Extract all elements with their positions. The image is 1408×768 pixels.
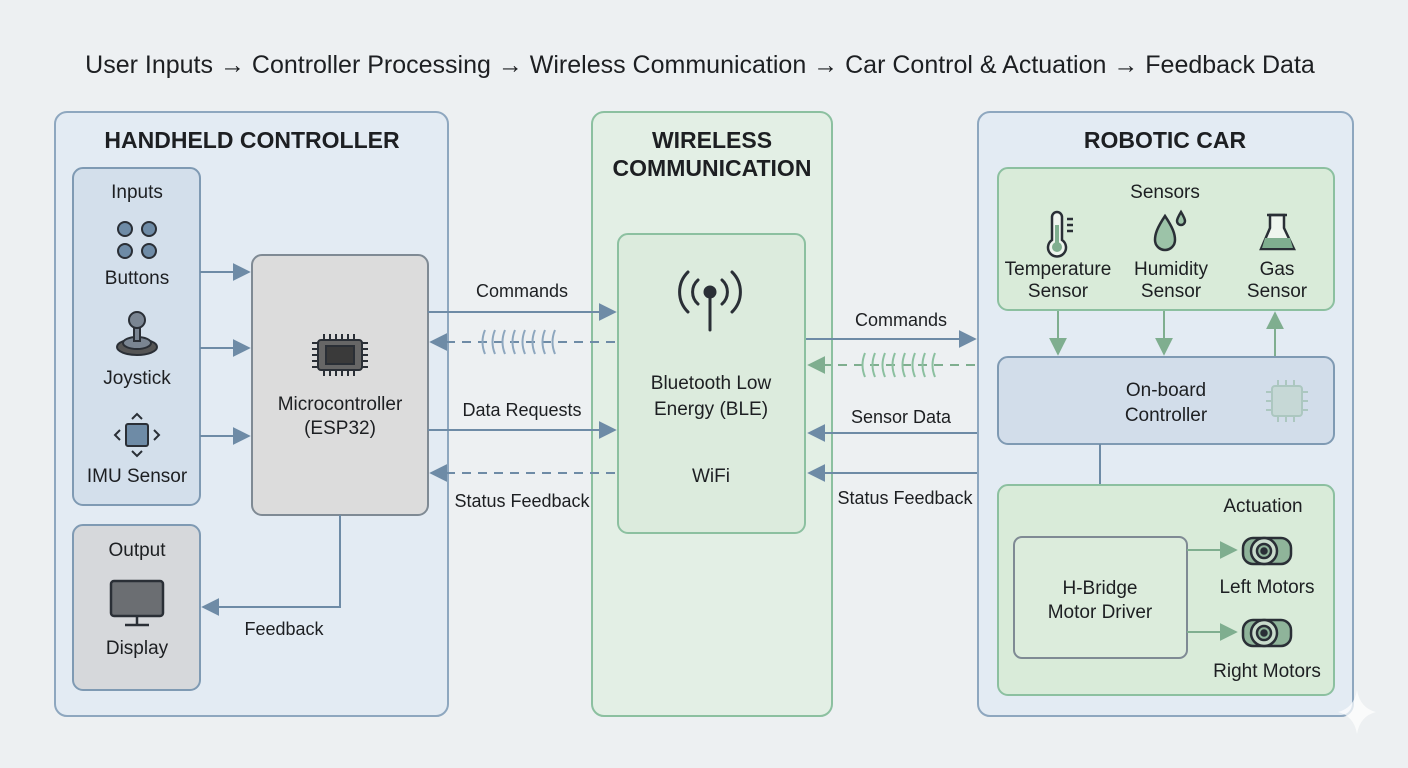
sensor-temp-line2: Sensor: [1028, 281, 1089, 302]
label-commands-right: Commands: [855, 310, 947, 330]
wifi-label: WiFi: [692, 466, 730, 487]
sensor-gas-line1: Gas: [1260, 259, 1295, 280]
label-data-requests: Data Requests: [462, 400, 581, 420]
controller-line1: On-board: [1126, 380, 1206, 401]
flask-icon: [1259, 213, 1296, 251]
left-motors-label: Left Motors: [1219, 577, 1314, 598]
sensor-arrows: [1049, 311, 1284, 357]
ble-line2: Energy (BLE): [654, 399, 768, 420]
antenna-icon: [678, 270, 742, 332]
car-title: ROBOTIC CAR: [1084, 127, 1247, 153]
robotic-car-panel: ROBOTIC CAR Sensors Temperature Sensor H…: [977, 111, 1354, 717]
feedback-label: Feedback: [244, 619, 324, 639]
input-label-imu: IMU Sensor: [87, 466, 188, 487]
left-links: [428, 303, 617, 482]
wireless-module-box: [617, 233, 806, 534]
mcu-line2: (ESP32): [304, 418, 376, 439]
right-motor-icon: [1241, 618, 1293, 648]
output-title: Output: [108, 540, 166, 561]
onboard-controller-box: [997, 356, 1335, 445]
input-label-joystick: Joystick: [103, 368, 171, 389]
input-label-buttons: Buttons: [105, 268, 169, 289]
signal-waves-right-icon: [861, 352, 936, 378]
arrow-feedback-to-display: [201, 515, 341, 616]
handheld-controller-panel: HANDHELD CONTROLLER Inputs Buttons Joyst…: [54, 111, 449, 717]
label-status-feedback-right: Status Feedback: [837, 488, 973, 508]
chip-faded-icon: [1266, 380, 1308, 422]
flow-title: User Inputs → Controller Processing → Wi…: [85, 51, 1315, 79]
ble-line1: Bluetooth Low: [651, 373, 772, 394]
mcu-line1: Microcontroller: [278, 394, 403, 415]
sensor-temp-line1: Temperature: [1005, 259, 1112, 280]
wireless-panel: WIRELESS COMMUNICATION Bluetooth Low Ene…: [591, 111, 833, 717]
sensor-humidity-line1: Humidity: [1134, 259, 1208, 280]
microcontroller-box: [251, 254, 429, 516]
hbridge-line1: H-Bridge: [1063, 578, 1138, 599]
actuation-title: Actuation: [1223, 496, 1302, 517]
controller-line2: Controller: [1125, 405, 1208, 426]
left-motor-icon: [1241, 536, 1293, 566]
hbridge-box: [1013, 536, 1188, 659]
sensor-gas-line2: Sensor: [1247, 281, 1308, 302]
joystick-icon: [116, 311, 158, 356]
input-arrows: [200, 263, 341, 616]
chip-icon: [312, 334, 368, 376]
motor-arrows: [1187, 541, 1238, 641]
output-label-display: Display: [106, 638, 169, 659]
label-sensor-data: Sensor Data: [851, 407, 952, 427]
buttons-icon: [117, 221, 157, 259]
monitor-icon: [109, 579, 165, 627]
sparkle-icon: [1338, 690, 1376, 734]
wireless-title-2: COMMUNICATION: [613, 155, 812, 181]
label-commands-left: Commands: [476, 281, 568, 301]
right-motors-label: Right Motors: [1213, 661, 1321, 682]
hbridge-line2: Motor Driver: [1048, 602, 1153, 623]
label-status-feedback-left: Status Feedback: [454, 491, 590, 511]
imu-icon: [113, 412, 161, 458]
thermometer-icon: [1046, 210, 1073, 258]
droplet-icon: [1153, 209, 1187, 252]
wireless-title-1: WIRELESS: [652, 127, 772, 153]
sensor-humidity-line2: Sensor: [1141, 281, 1202, 302]
inputs-title: Inputs: [111, 182, 163, 203]
handheld-title: HANDHELD CONTROLLER: [104, 127, 400, 153]
sensors-title: Sensors: [1130, 182, 1200, 203]
signal-waves-left-icon: [481, 329, 556, 355]
